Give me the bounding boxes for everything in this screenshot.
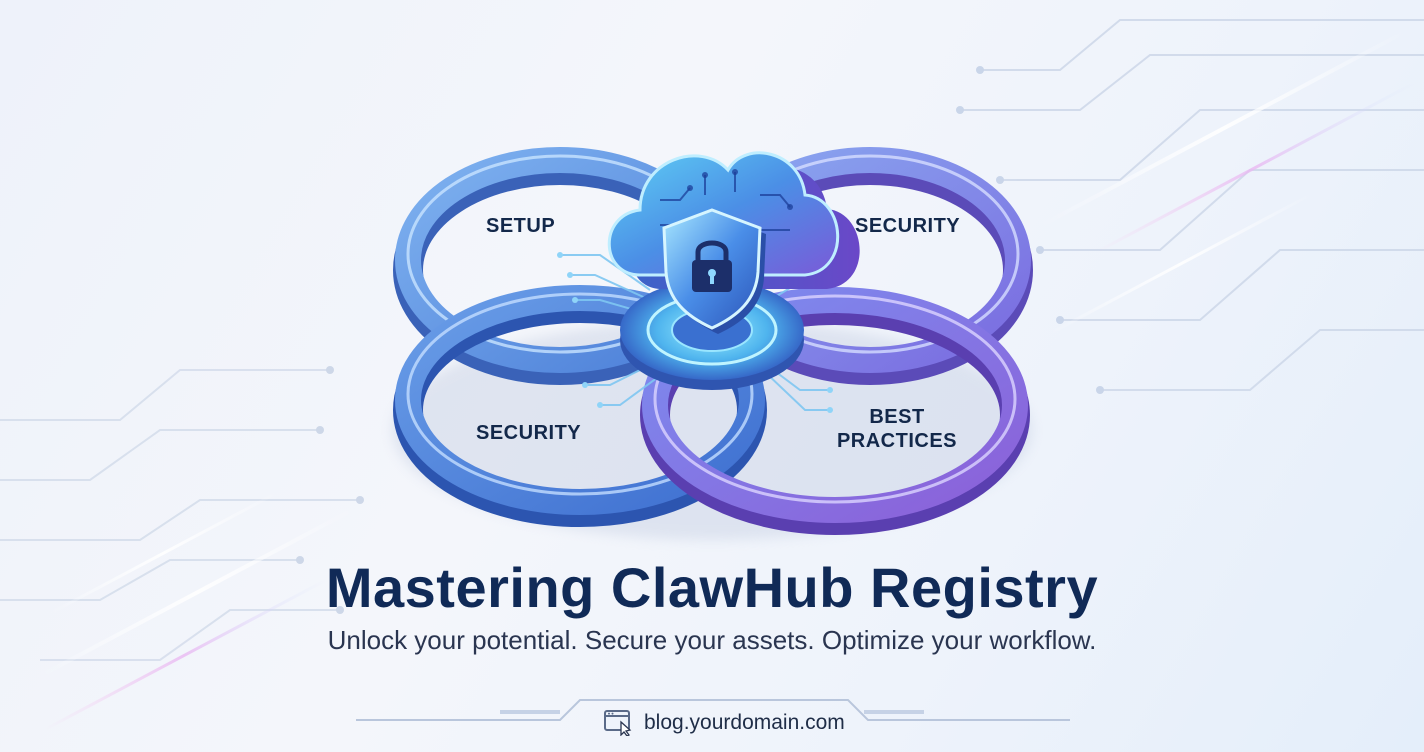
ring-bottom-left bbox=[393, 285, 767, 527]
footer-url[interactable]: blog.yourdomain.com bbox=[644, 711, 845, 734]
ring-label-best-line1: BEST bbox=[869, 406, 925, 428]
page-title: Mastering ClawHub Registry bbox=[325, 556, 1099, 619]
ring-label-security-top: SECURITY bbox=[855, 215, 961, 237]
footer-frame bbox=[356, 699, 1070, 721]
ring-label-security-bottom: SECURITY bbox=[476, 422, 582, 444]
ring-label-best-line2: PRACTICES bbox=[836, 430, 958, 452]
footer-url-link[interactable]: blog.yourdomain.com bbox=[604, 708, 845, 738]
ring-label-best-practices: BEST PRACTICES bbox=[822, 405, 972, 453]
ring-label-setup: SETUP bbox=[486, 215, 556, 237]
page-subtitle: Unlock your potential. Secure your asset… bbox=[327, 625, 1097, 655]
browser-cursor-icon bbox=[604, 710, 632, 736]
shield-lock-icon bbox=[662, 208, 766, 334]
ring-bottom-right bbox=[640, 287, 1030, 535]
